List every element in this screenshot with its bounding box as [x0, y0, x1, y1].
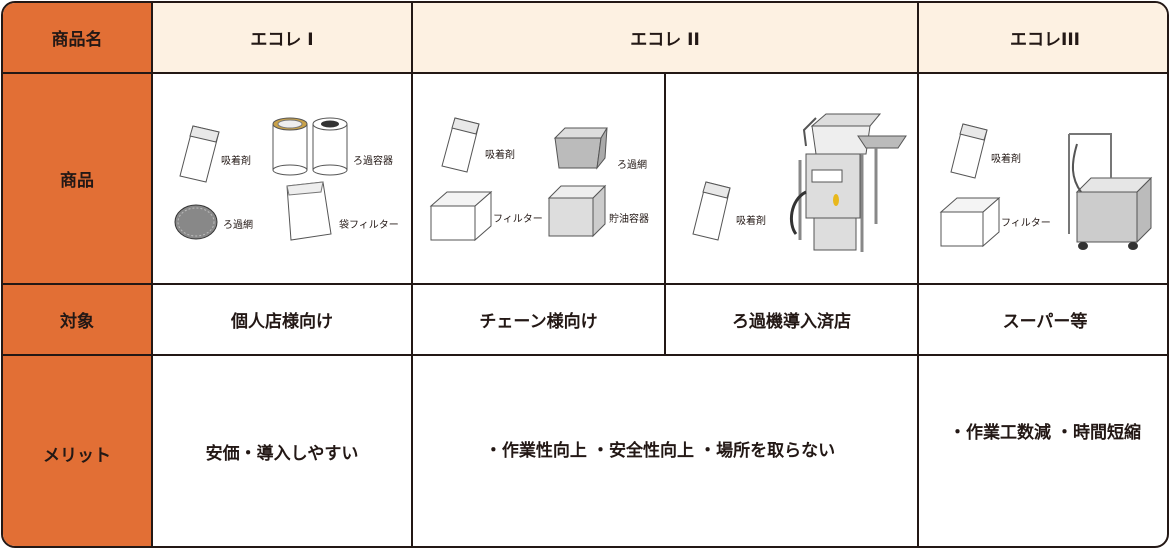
absorbent-sachet-icon	[950, 123, 988, 179]
p1-filter-container-label: ろ過容器	[353, 156, 393, 167]
row-label-product-cell: 商品	[3, 74, 151, 283]
merit-p2-item: ・安全性向上	[592, 440, 694, 461]
filtration-machine-icon	[789, 113, 907, 252]
divider	[411, 3, 413, 546]
merit-p2-cell: ・作業性向上 ・安全性向上 ・場所を取らない	[413, 356, 917, 546]
mesh-icon	[174, 204, 218, 240]
filtration-cart-icon	[1068, 133, 1153, 250]
merit-p2-list: ・作業性向上 ・安全性向上 ・場所を取らない	[485, 429, 835, 474]
row-label-product: 商品	[60, 171, 94, 191]
target-p3-cell: スーパー等	[919, 285, 1167, 354]
header-label: 商品名	[51, 30, 103, 50]
divider	[3, 354, 1167, 356]
divider	[151, 3, 153, 546]
p2a-absorbent-label: 吸着剤	[485, 150, 515, 161]
product2-name: エコレ II	[630, 30, 700, 50]
divider	[3, 283, 1167, 285]
target-p1-cell: 個人店様向け	[153, 285, 411, 354]
merit-p3-cell: ・作業工数減 ・時間短縮	[919, 356, 1167, 546]
merit-p3-list: ・作業工数減 ・時間短縮	[949, 416, 1141, 450]
header-product2-cell: エコレ II	[413, 3, 917, 72]
divider	[664, 74, 666, 356]
row-label-merit: メリット	[43, 445, 111, 466]
header-product3-cell: エコレIII	[919, 3, 1167, 72]
target-p2a: チェーン様向け	[479, 312, 598, 332]
product3-illustration: 吸着剤 フィルター	[919, 74, 1167, 283]
mesh-basket-icon	[553, 127, 608, 170]
product1-name: エコレ I	[250, 30, 314, 50]
absorbent-sachet-icon	[441, 117, 480, 173]
product2b-illustration: 吸着剤	[666, 74, 917, 283]
target-p2b: ろ過機導入済店	[732, 312, 851, 332]
row-label-target-cell: 対象	[3, 285, 151, 354]
p1-absorbent-label: 吸着剤	[221, 156, 251, 167]
bag-filter-icon	[286, 181, 332, 241]
filter-box-icon	[429, 190, 493, 242]
merit-p2-item: ・場所を取らない	[699, 440, 836, 461]
header-product1-cell: エコレ I	[153, 3, 411, 72]
product2a-illustration: 吸着剤 ろ過網 フィルター 貯油容器	[413, 74, 664, 283]
oil-container-icon	[547, 184, 607, 238]
merit-p2-item: ・作業性向上	[484, 440, 587, 461]
product3-name: エコレIII	[1010, 30, 1080, 50]
row-label-target: 対象	[60, 312, 94, 332]
target-p3: スーパー等	[1002, 312, 1088, 332]
product1-illustration: 吸着剤 ろ過容器 ろ過網 袋フィルター	[153, 74, 411, 283]
target-p1: 個人店様向け	[231, 312, 333, 332]
merit-p3-item: ・作業工数減	[948, 423, 1051, 443]
target-p2a-cell: チェーン様向け	[413, 285, 664, 354]
divider	[3, 72, 1167, 74]
p3-absorbent-label: 吸着剤	[991, 154, 1021, 165]
filter-container-icon	[272, 117, 348, 176]
row-label-merit-cell: メリット	[3, 356, 151, 546]
p3-filter-label: フィルター	[1001, 218, 1051, 229]
filter-box-icon	[939, 196, 1001, 248]
header-label-cell: 商品名	[3, 3, 151, 72]
divider	[917, 3, 919, 546]
merit-p3-item: ・時間短縮	[1056, 423, 1142, 443]
p2b-absorbent-label: 吸着剤	[736, 216, 766, 227]
merit-p1: 安価・導入しやすい	[205, 443, 359, 464]
target-p2b-cell: ろ過機導入済店	[666, 285, 917, 354]
p2a-oil-container-label: 貯油容器	[609, 214, 649, 225]
p1-bag-filter-label: 袋フィルター	[339, 220, 399, 231]
merit-p1-cell: 安価・導入しやすい	[153, 356, 411, 546]
p1-mesh-label: ろ過網	[223, 220, 253, 231]
p2a-filter-label: フィルター	[493, 214, 543, 225]
absorbent-sachet-icon	[179, 125, 220, 183]
absorbent-sachet-icon	[692, 181, 731, 241]
p2a-mesh-label: ろ過網	[617, 160, 647, 171]
